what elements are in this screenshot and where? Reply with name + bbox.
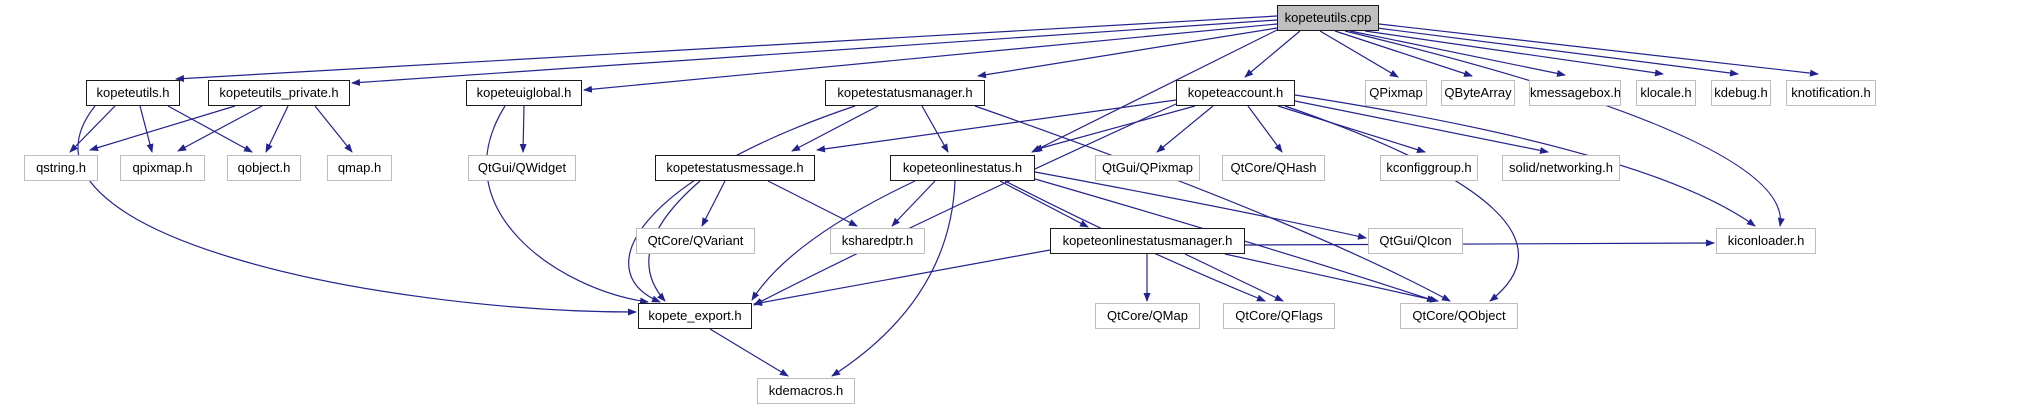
include-edge — [753, 249, 1051, 307]
include-edge — [89, 105, 236, 152]
graph-node-solid-networking-h: solid/networking.h — [1502, 155, 1620, 181]
include-edge — [1244, 30, 1301, 78]
include-edge — [791, 105, 879, 152]
graph-node-kdemacros-h: kdemacros.h — [757, 378, 855, 404]
include-edge — [265, 105, 289, 153]
include-edge — [1277, 105, 1426, 153]
include-edge — [139, 105, 154, 153]
include-edge — [753, 103, 1177, 306]
include-edge — [1349, 30, 1566, 77]
include-edge — [1184, 253, 1284, 302]
include-edge — [1247, 105, 1283, 153]
graph-node-kopeteonlinestatusmanager-h[interactable]: kopeteonlinestatusmanager.h — [1050, 228, 1245, 254]
include-edge — [583, 23, 1278, 93]
graph-node-kopeteuiglobal-h[interactable]: kopeteuiglobal.h — [466, 80, 582, 106]
include-edge — [485, 105, 649, 305]
include-edge — [1284, 105, 1519, 302]
graph-node-qpixmap-caps: QPixmap — [1365, 80, 1427, 106]
include-edge — [1334, 30, 1473, 77]
include-edge — [1033, 105, 1196, 152]
graph-node-klocale-h: klocale.h — [1636, 80, 1696, 106]
include-edge — [628, 105, 856, 303]
include-edge — [519, 105, 527, 153]
graph-node-qmap-h: qmap.h — [327, 155, 392, 181]
include-edge — [351, 19, 1278, 86]
graph-node-kopeteutils-cpp: kopeteutils.cpp — [1277, 5, 1379, 31]
include-edge — [831, 180, 956, 377]
include-edge — [1224, 253, 1439, 303]
include-edge — [891, 180, 936, 227]
include-edge — [1378, 23, 1819, 77]
include-edge — [1244, 239, 1715, 247]
graph-node-kmessagebox-h: kmessagebox.h — [1529, 80, 1621, 106]
graph-node-qtcore-qflags: QtCore/QFlags — [1223, 303, 1335, 329]
graph-node-qobject-h: qobject.h — [227, 155, 301, 181]
include-edge — [167, 105, 253, 153]
include-edge — [701, 180, 726, 227]
include-edge — [1294, 100, 1549, 154]
graph-node-qtgui-qwidget: QtGui/QWidget — [468, 155, 576, 181]
include-edge — [69, 105, 116, 153]
include-edge — [974, 105, 1451, 302]
graph-node-knotification-h: knotification.h — [1786, 80, 1876, 106]
graph-node-kopetestatusmanager-h[interactable]: kopetestatusmanager.h — [825, 80, 985, 106]
include-edge — [816, 99, 1177, 153]
graph-node-qtgui-qpixmap: QtGui/QPixmap — [1095, 155, 1200, 181]
graph-node-qpixmap-h: qpixmap.h — [120, 155, 205, 181]
include-edge — [77, 105, 637, 316]
graph-node-kopeteutils-h[interactable]: kopeteutils.h — [86, 80, 180, 106]
include-edge — [1031, 29, 1278, 153]
include-edge — [175, 15, 1278, 83]
graph-node-ksharedptr-h: ksharedptr.h — [830, 228, 925, 254]
include-edge — [709, 328, 789, 377]
graph-node-kopeteonlinestatus-h[interactable]: kopeteonlinestatus.h — [890, 155, 1035, 181]
graph-node-qbytearray: QByteArray — [1441, 80, 1515, 106]
graph-node-qtcore-qmap: QtCore/QMap — [1095, 303, 1200, 329]
include-edge — [977, 27, 1278, 79]
include-edge — [1319, 30, 1399, 78]
include-edge — [1156, 105, 1214, 153]
graph-node-kdebug-h: kdebug.h — [1711, 80, 1771, 106]
graph-node-kconfiggroup-h: kconfiggroup.h — [1380, 155, 1478, 181]
include-edge — [751, 180, 916, 301]
include-edge — [921, 105, 949, 153]
include-edge — [767, 180, 858, 227]
graph-node-kiconloader-h: kiconloader.h — [1716, 228, 1816, 254]
graph-node-qtcore-qvariant: QtCore/QVariant — [636, 228, 755, 254]
graph-node-kopete-export-h[interactable]: kopete_export.h — [638, 303, 752, 329]
include-edge — [1376, 27, 1739, 77]
include-edge — [1034, 171, 1367, 240]
include-edge — [177, 105, 263, 152]
include-edge — [1344, 30, 1785, 227]
graph-node-kopeteutils-private-h[interactable]: kopeteutils_private.h — [208, 80, 350, 106]
graph-node-qtgui-qicon: QtGui/QIcon — [1368, 228, 1463, 254]
graph-node-qtcore-qhash: QtCore/QHash — [1222, 155, 1325, 181]
graph-node-kopetestatusmessage-h[interactable]: kopetestatusmessage.h — [655, 155, 815, 181]
include-edge — [314, 105, 353, 153]
include-edge — [1364, 30, 1664, 77]
graph-node-qstring-h: qstring.h — [24, 155, 98, 181]
include-edge — [999, 180, 1089, 228]
graph-node-qtcore-qobject: QtCore/QObject — [1400, 303, 1518, 329]
graph-node-kopeteaccount-h[interactable]: kopeteaccount.h — [1176, 80, 1295, 106]
